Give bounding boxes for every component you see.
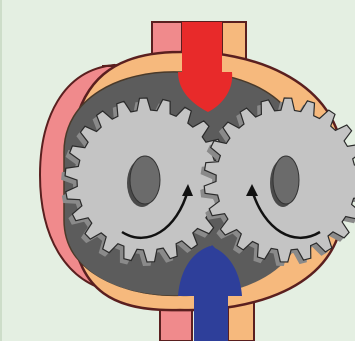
right-gear-hub	[273, 156, 299, 204]
left-gear-hub	[130, 156, 160, 204]
